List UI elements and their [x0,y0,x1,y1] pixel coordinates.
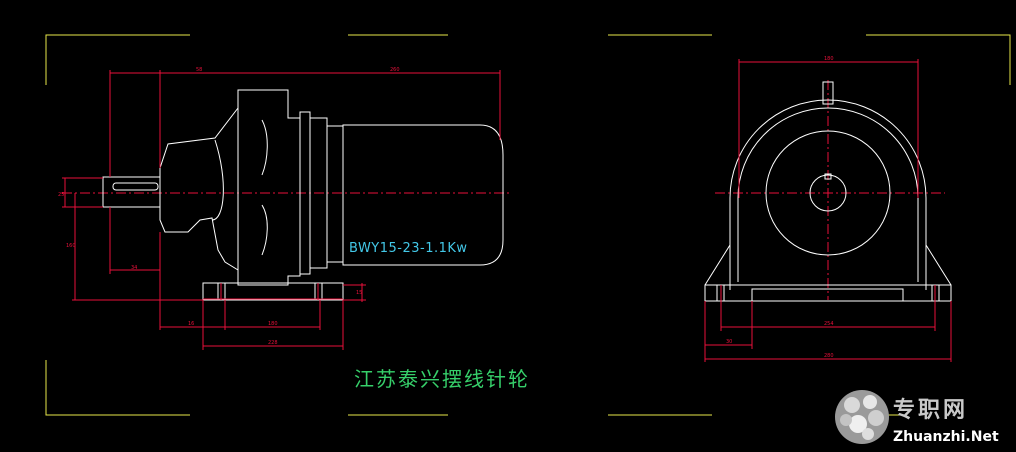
dim-base-a: 16 [188,321,194,327]
dim-side-foot-span: 254 [824,321,834,327]
dim-shaft-dia: 25 [58,192,64,198]
watermark-chinese: 专职网 [893,397,968,423]
dim-shaft-length: 34 [131,265,137,271]
drawing-frame [45,34,1011,416]
flange-plate-3 [326,125,344,263]
side-base-foot [704,284,952,302]
dim-side-top-width: 180 [824,56,834,62]
base-foot [202,282,344,301]
dim-base-total: 228 [268,340,278,346]
front-view: BWY15-23-1.1Kw 58 260 [58,67,512,350]
side-housing-circle [765,130,891,256]
shaft-keyway [112,182,159,191]
side-dimension-lines [704,59,952,362]
front-dimension-lines [62,70,501,350]
dim-left-height: 160 [66,243,76,249]
dim-foot-height: 15 [356,290,362,296]
watermark-logo-icon [835,390,889,444]
side-view: 180 254 30 280 [704,56,952,362]
watermark-english: Zhuanzhi.Net [893,429,999,445]
dim-side-foot-offset: 30 [726,339,732,345]
drawing-caption: 江苏泰兴摆线针轮 [354,367,530,391]
output-shaft [102,176,161,208]
watermark: 专职网 Zhuanzhi.Net [835,390,999,445]
dim-base-b: 180 [268,321,278,327]
model-label: BWY15-23-1.1Kw [349,241,468,256]
dim-top-right: 260 [390,67,400,73]
dim-top-left: 58 [196,67,202,73]
motor-body [342,124,504,266]
dim-side-total-width: 280 [824,353,834,359]
side-bore-circle [809,174,847,212]
side-shaft-stub [822,81,834,105]
reducer-housing [159,89,301,286]
